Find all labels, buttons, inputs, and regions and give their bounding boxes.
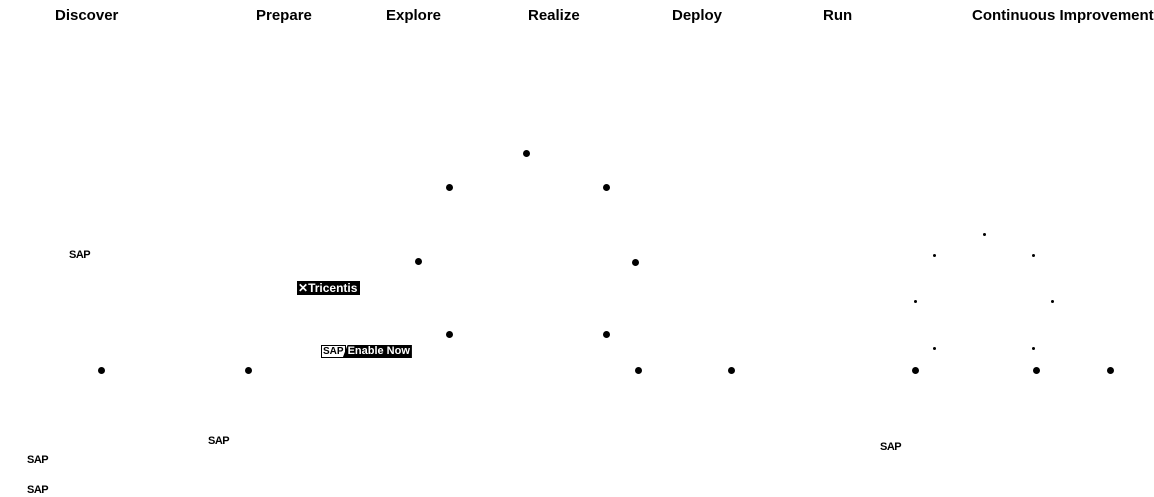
timeline-dot bbox=[98, 367, 105, 374]
enable-now-sap-mark: SAP bbox=[321, 345, 346, 358]
sap-logo: SAP bbox=[880, 441, 902, 453]
improvement-cycle-dot bbox=[1032, 254, 1035, 257]
phase-header-prepare: Prepare bbox=[256, 7, 312, 24]
improvement-cycle-dot bbox=[933, 347, 936, 350]
phase-header-realize: Realize bbox=[528, 7, 580, 24]
improvement-cycle-dot bbox=[1051, 300, 1054, 303]
timeline-dot bbox=[1107, 367, 1114, 374]
improvement-cycle-dot bbox=[983, 233, 986, 236]
cycle-dot bbox=[523, 150, 530, 157]
timeline-dot bbox=[728, 367, 735, 374]
sap-logo: SAP bbox=[69, 249, 91, 261]
improvement-cycle-dot bbox=[1032, 347, 1035, 350]
improvement-cycle-dot bbox=[914, 300, 917, 303]
enable-now-label: Enable Now bbox=[342, 345, 412, 358]
timeline-dot bbox=[245, 367, 252, 374]
phase-header-deploy: Deploy bbox=[672, 7, 723, 24]
sap-logo: SAP bbox=[208, 435, 230, 447]
phase-header-continuous-improvement: Continuous Improvement bbox=[972, 7, 1154, 24]
tricentis-logo: ✕Tricentis bbox=[297, 281, 361, 295]
sap-logo: SAP bbox=[27, 484, 49, 496]
sap-enable-now-logo: SAP Enable Now bbox=[321, 345, 412, 358]
cycle-dot bbox=[603, 184, 610, 191]
phase-header-explore: Explore bbox=[386, 7, 442, 24]
sap-logo: SAP bbox=[27, 454, 49, 466]
timeline-dot bbox=[912, 367, 919, 374]
improvement-cycle-dot bbox=[933, 254, 936, 257]
cycle-dot bbox=[446, 184, 453, 191]
cycle-dot bbox=[446, 331, 453, 338]
timeline-dot bbox=[1033, 367, 1040, 374]
cycle-dot bbox=[415, 258, 422, 265]
cycle-dot bbox=[603, 331, 610, 338]
phase-header-run: Run bbox=[823, 7, 853, 24]
phase-header-discover: Discover bbox=[55, 7, 119, 24]
tricentis-x-icon: ✕ bbox=[298, 281, 309, 295]
cycle-dot bbox=[632, 259, 639, 266]
tricentis-label: Tricentis bbox=[308, 281, 358, 295]
timeline-dot bbox=[635, 367, 642, 374]
